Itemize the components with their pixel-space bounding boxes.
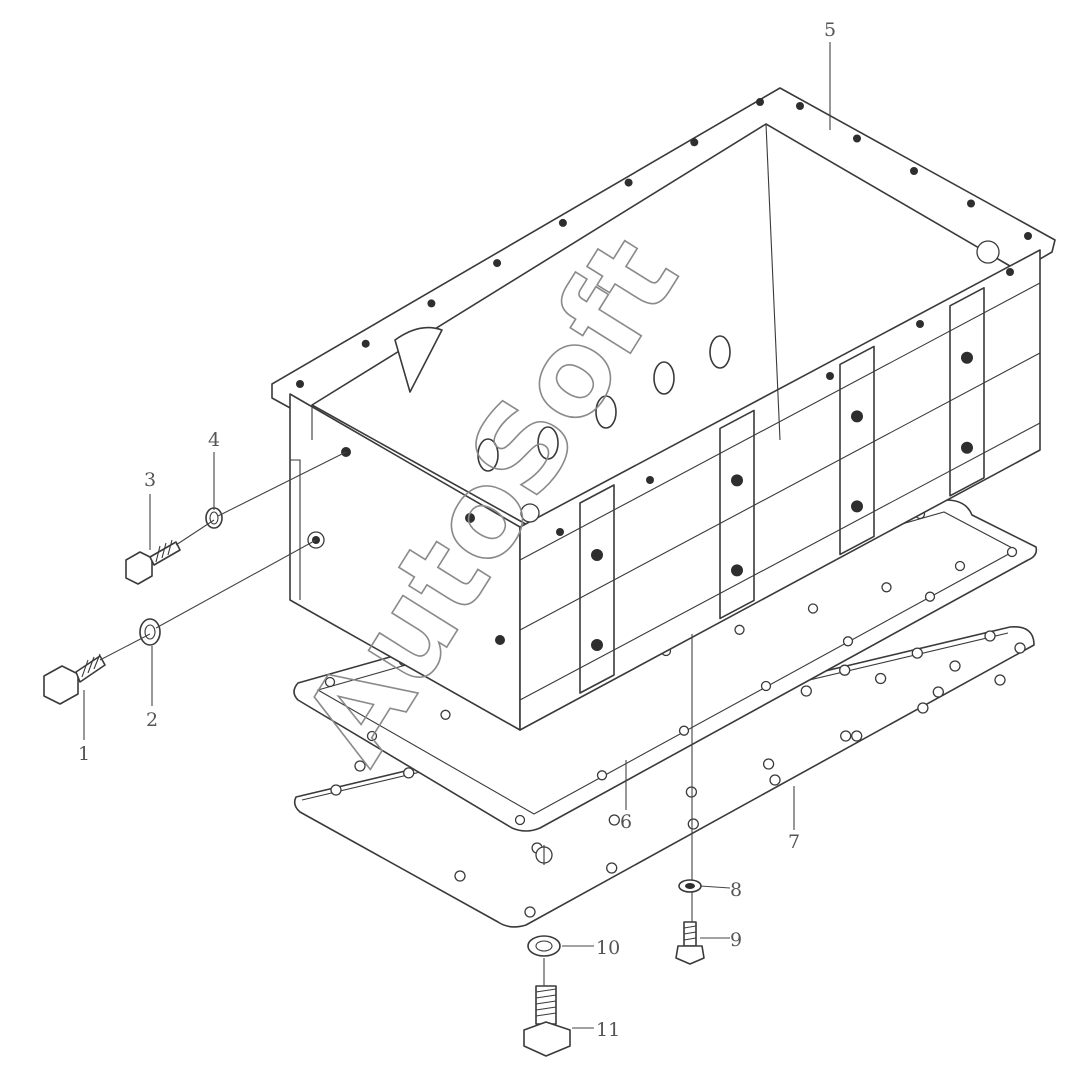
wall-band [519,352,1041,631]
flange-hole [296,380,304,388]
callout-label-11: 11 [596,1019,620,1041]
cover-plate-hole [769,774,781,786]
callout-label-2: 2 [146,709,158,731]
gasket-hole [954,560,966,572]
wall-band [519,422,1041,701]
cover-plate-hole [606,862,618,874]
flange-hole [556,528,564,536]
flange-hole [427,299,436,308]
flange-hole [493,259,502,268]
gasket-hole [366,730,378,742]
cover-plate-hole [932,686,944,698]
callout-label-1: 1 [78,743,90,765]
cover-plate-hole [762,758,775,770]
gasket-hole [440,709,451,720]
cover-plate-hole [917,702,929,714]
cover-plate-hole [1014,642,1026,654]
rib-hole [731,474,743,487]
wall-band [519,282,1041,561]
gasket-hole [596,770,608,781]
flange-hole [826,372,834,380]
callout-label-10: 10 [596,937,620,959]
cover-plate-hole [911,647,923,659]
rib-hole [731,564,743,577]
gasket-hole [842,636,854,647]
flange-hole [1006,268,1014,276]
rib-hole [851,500,863,513]
callout-labels: 1 2 3 4 5 6 7 8 9 10 11 [78,19,836,1041]
cover-plate-hole [687,818,699,830]
flange-hole [624,178,633,187]
flange-hole [756,98,764,106]
cover-plate-hole [994,674,1006,686]
rib-hole [591,639,603,651]
callout-label-7: 7 [788,831,800,853]
bolt-part-3 [125,539,181,585]
bolt-part-1 [43,653,106,705]
flange-hole [796,102,804,110]
washer-part-4 [205,507,223,529]
flange-hole [558,218,567,227]
flange-hole [646,476,654,484]
rib-hole [961,441,973,454]
gasket-hole [734,624,745,635]
gasket-hole [924,591,936,602]
cover-plate-hole [874,672,887,685]
cover-plate-hole [608,814,620,826]
flange-hole [967,199,975,208]
cover-plate-hole [984,630,996,642]
gasket-hole [1006,546,1018,558]
flange-bolt-holes [296,98,1032,536]
cover-plate-hole [840,730,852,742]
flange-hole [1024,232,1032,240]
flange-hole [690,138,699,147]
flange-hole [916,320,924,328]
cover-plate-hole [800,685,812,697]
cover-plate-hole [524,906,536,918]
flange-hole [361,339,370,348]
cover-plate-hole [330,784,342,796]
gasket-hole [514,814,526,826]
leader-lines [83,42,831,1029]
washer-part-8 [678,879,702,893]
cover-plate-hole [839,664,851,676]
callout-label-8: 8 [730,879,742,901]
washer-part-2 [139,618,161,646]
gasket-hole [324,676,336,688]
callout-label-4: 4 [208,429,220,451]
side-ribs [519,282,1041,701]
washer-part-10 [527,935,561,957]
callout-label-6: 6 [620,811,632,833]
bolt-part-9 [675,921,705,965]
gasket-hole [881,582,892,593]
rib-hole [591,549,603,561]
callout-label-9: 9 [730,929,742,951]
cover-plate-hole [354,760,366,772]
flange-hole [853,134,861,143]
flange-corner-boss [976,240,1000,264]
cover-plate-hole [403,767,415,779]
cover-plate-hole [454,870,466,882]
rib-hole [851,410,863,423]
cover-plate-hole [949,660,961,672]
callout-label-5: 5 [824,19,836,41]
drain-plug-part-11 [523,985,571,1057]
flange-hole [910,167,918,175]
rib-hole [961,351,973,364]
cover-plate-hole [685,786,698,798]
cover-plate-hole [851,730,863,742]
gasket-hole [678,725,690,736]
gasket-hole [807,603,819,614]
gasket-hole [760,680,772,692]
oil-pan-body-part-5 [271,87,1056,731]
callout-label-3: 3 [144,469,156,491]
